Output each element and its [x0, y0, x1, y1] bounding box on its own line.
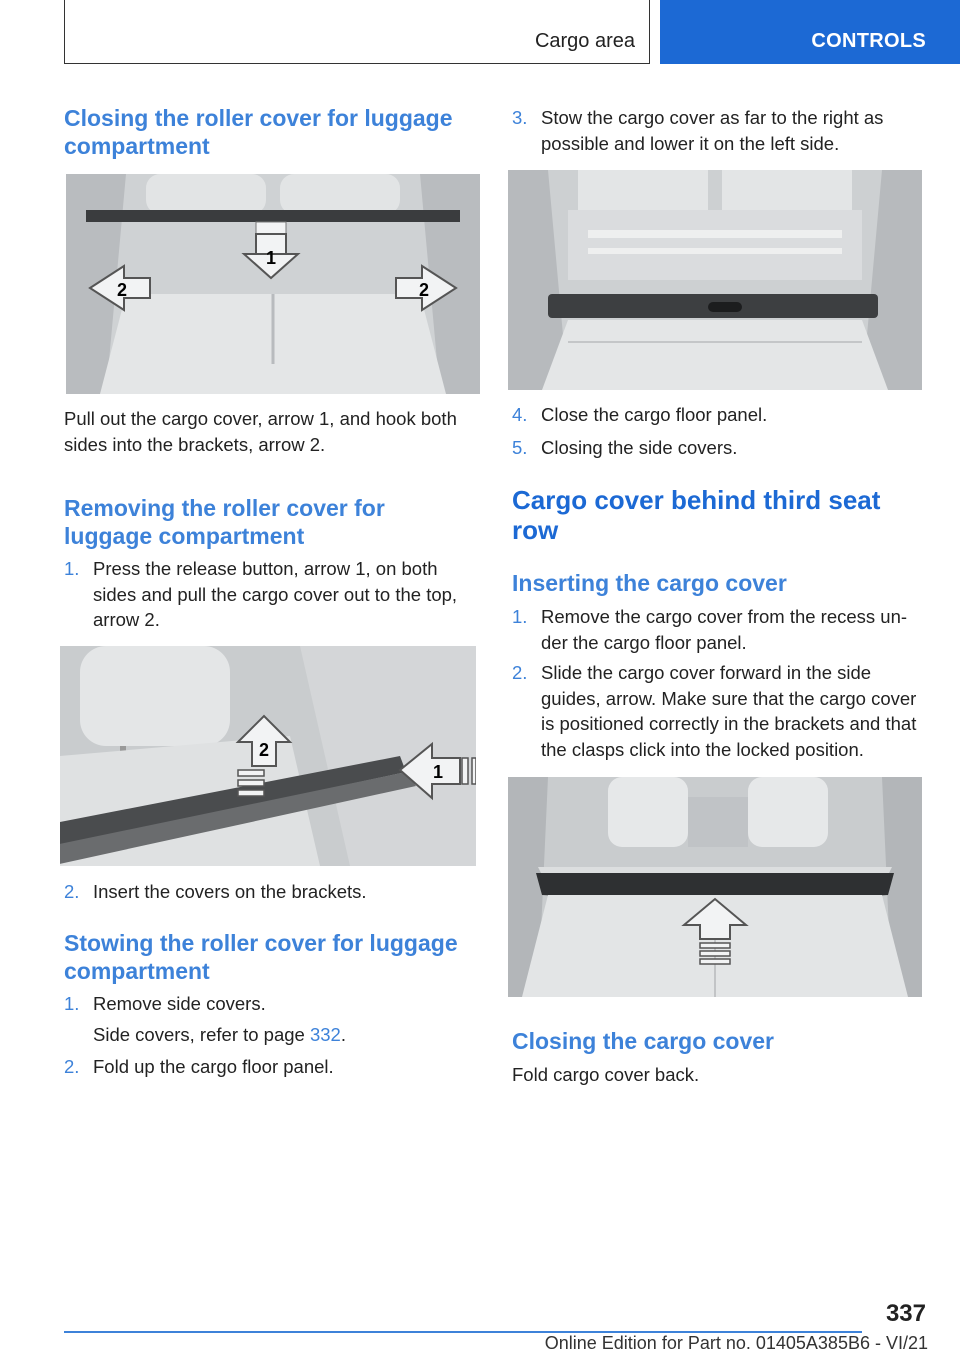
figure-closing-roller-cover: 1 2 2	[66, 174, 480, 394]
insert-step-1: 1. Remove the cargo cover from the reces…	[512, 604, 932, 655]
page-reference: Side covers, refer to page 332.	[93, 1023, 346, 1045]
heading-inserting-cargo-cover: Inserting the cargo cover	[512, 570, 787, 596]
remove-step-2: 2. Insert the covers on the brackets.	[64, 879, 480, 905]
step-text: Remove side covers.	[93, 993, 266, 1014]
fig2-label-1: 1	[433, 762, 443, 782]
stow-step-3: 3. Stow the cargo cover as far to the ri…	[512, 105, 932, 156]
fig1-label-2-left: 2	[117, 280, 127, 300]
figure-removing-roller-cover: 2 1	[60, 646, 476, 866]
step-number: 4.	[512, 404, 528, 425]
figure-stowing-cargo-cover	[508, 170, 922, 390]
page-number: 337	[885, 1300, 926, 1327]
figure-inserting-cargo-cover	[508, 777, 922, 997]
step-number: 5.	[512, 437, 528, 458]
step-number: 2.	[64, 881, 80, 902]
header-section-title: Cargo area	[534, 30, 635, 52]
stow-step-5: 5. Closing the side covers.	[512, 435, 932, 461]
illustration-inserted-cover	[508, 777, 922, 997]
stow-step-2: 2. Fold up the cargo floor panel.	[64, 1054, 480, 1080]
fig1-label-1: 1	[266, 248, 276, 268]
step-number: 1.	[512, 606, 528, 627]
header-chapter-tab[interactable]: CONTROLS	[660, 0, 960, 64]
step-number: 1.	[64, 558, 80, 579]
stow-step-1: 1. Remove side covers. Side covers, refe…	[64, 991, 480, 1047]
fig1-label-2-right: 2	[419, 280, 429, 300]
illustration-cargo-roller-cover: 1 2 2	[66, 174, 480, 394]
stow-step-4: 4. Close the cargo floor panel.	[512, 402, 932, 428]
heading-cargo-cover-third-row: Cargo cover behind third seat row	[512, 485, 881, 545]
paragraph-fold-cover-back: Fold cargo cover back.	[512, 1064, 700, 1085]
illustration-stowed-cover	[508, 170, 922, 390]
header-chapter-label: CONTROLS	[811, 30, 926, 52]
heading-closing-roller-cover: Closing the roller cover for luggage com…	[64, 105, 453, 159]
header-section-box: Cargo area	[64, 0, 650, 64]
step-text: Slide the cargo cover forward in the sid…	[541, 662, 917, 760]
heading-stowing-roller-cover: Stowing the roller cover for luggage com…	[64, 930, 458, 984]
step-text: Remove the cargo cover from the recess u…	[541, 606, 908, 653]
heading-closing-cargo-cover: Closing the cargo cover	[512, 1028, 775, 1054]
step-number: 2.	[64, 1056, 80, 1077]
step-text: Press the release button, arrow 1, on bo…	[93, 558, 458, 630]
step-number: 2.	[512, 662, 528, 683]
step-number: 1.	[64, 993, 80, 1014]
footer-edition: Online Edition for Part no. 01405A385B6 …	[544, 1333, 928, 1353]
step-text: Closing the side covers.	[541, 437, 738, 458]
footer-rule	[64, 1331, 862, 1333]
fig2-label-2: 2	[259, 740, 269, 760]
step-number: 3.	[512, 107, 528, 128]
step-text: Stow the cargo cover as far to the right…	[541, 107, 884, 154]
illustration-release-button: 2 1	[60, 646, 476, 866]
remove-step-1: 1. Press the release button, arrow 1, on…	[64, 556, 480, 633]
heading-removing-roller-cover: Removing the roller cover for luggage co…	[64, 495, 385, 549]
step-text: Close the cargo floor panel.	[541, 404, 768, 425]
page-reference-link[interactable]: 332	[309, 1023, 341, 1045]
step-text: Insert the covers on the brackets.	[93, 881, 367, 902]
paragraph-pull-out-cover: Pull out the cargo cover, arrow 1, and h…	[64, 408, 457, 455]
insert-step-2: 2. Slide the cargo cover forward in the …	[512, 660, 932, 762]
step-text: Fold up the cargo floor panel.	[93, 1056, 334, 1077]
